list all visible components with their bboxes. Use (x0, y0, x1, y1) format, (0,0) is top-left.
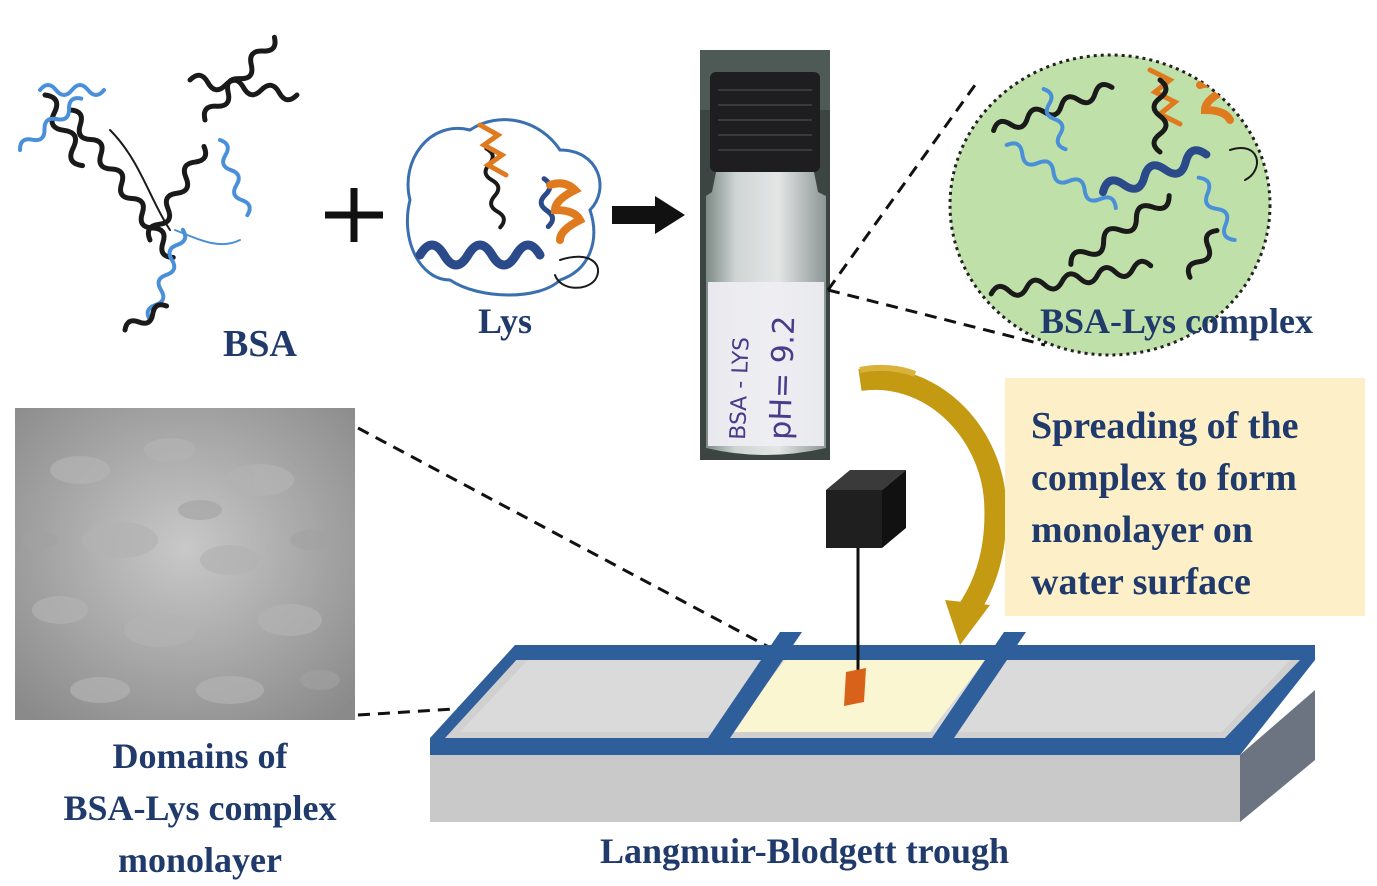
spreading-line-4: water surface (1031, 561, 1251, 603)
domains-line-2: BSA-Lys complex (63, 788, 337, 828)
domains-line-1: Domains of (112, 736, 288, 776)
pressure-sensor-icon (826, 470, 906, 548)
vial-photo (700, 50, 830, 460)
domains-microscopy-image (15, 408, 355, 720)
trough-label: Langmuir-Blodgett trough (600, 831, 1010, 871)
bsa-label: BSA (223, 323, 297, 365)
plus-sign-icon (325, 188, 383, 242)
svg-text:BSA - LYS: BSA - LYS (726, 337, 755, 441)
lys-structure-icon (405, 118, 602, 297)
curved-arrow-icon (858, 364, 1007, 645)
langmuir-blodgett-trough (430, 470, 1315, 822)
spreading-line-2: complex to form (1031, 457, 1297, 499)
domains-caption: Domains of BSA-Lys complex monolayer (0, 730, 400, 886)
spreading-line-1: Spreading of the (1031, 405, 1299, 447)
svg-text:pH= 9.2: pH= 9.2 (763, 315, 802, 440)
spreading-line-3: monolayer on (1031, 509, 1254, 551)
bsa-lys-complex-icon (948, 53, 1272, 357)
right-arrow-icon (612, 196, 685, 234)
lys-label: Lys (478, 301, 533, 341)
vial-label-text: BSA - LYS pH= 9.2 (726, 315, 802, 440)
spreading-description-box: Spreading of the complex to form monolay… (1005, 378, 1365, 616)
domains-line-3: monolayer (118, 840, 282, 880)
bsa-structure-icon (17, 34, 300, 333)
complex-label: BSA-Lys complex (1040, 301, 1314, 341)
